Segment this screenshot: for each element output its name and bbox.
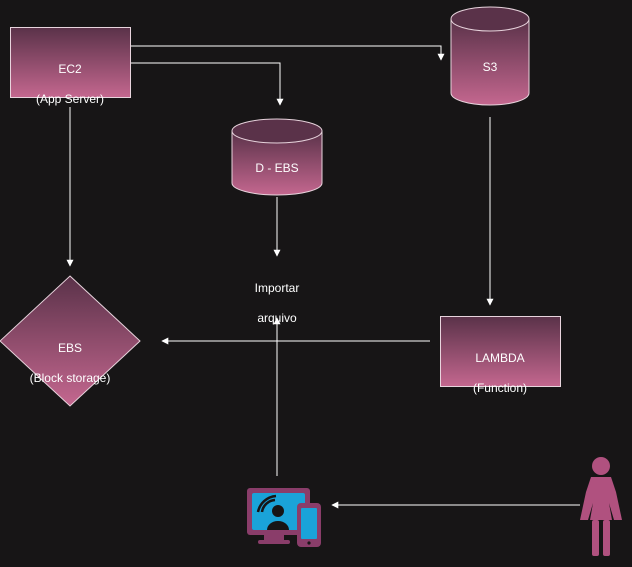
s3-node[interactable] — [450, 6, 530, 106]
computer-and-phone-icon — [247, 488, 321, 547]
ebs-node[interactable] — [0, 275, 141, 407]
ec2-node[interactable] — [10, 27, 131, 98]
arrow-ec2-to-s3 — [131, 45, 445, 61]
woman-user-icon — [580, 457, 622, 556]
arrow-ec2-to-d-ebs — [131, 62, 284, 106]
d-ebs-node[interactable] — [231, 118, 323, 196]
lambda-node[interactable] — [440, 316, 561, 387]
